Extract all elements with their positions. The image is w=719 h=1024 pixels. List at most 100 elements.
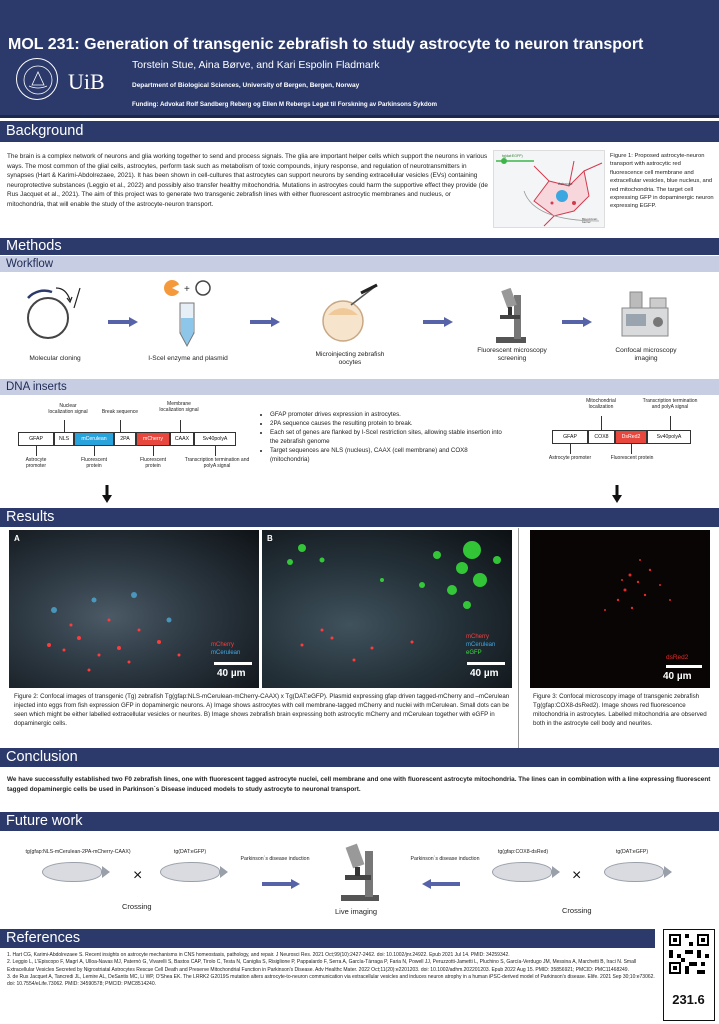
poster-title: MOL 231: Generation of transgenic zebraf… <box>8 36 644 53</box>
panel-a-letter: A <box>14 534 20 543</box>
figure2-caption: Figure 2: Confocal images of transgenic … <box>14 693 510 727</box>
step-confocal-imaging: Confocal microscopy imaging <box>615 347 677 363</box>
background-text: The brain is a complex network of neuron… <box>7 153 488 209</box>
workflow-arrow-4 <box>562 320 584 324</box>
cross-icon-1: × <box>133 867 143 884</box>
bullet-item: GFAP promoter drives expression in astro… <box>270 411 508 420</box>
gene-2pa: 2PA <box>114 432 136 446</box>
gene2-dsred2: DsRed2 <box>615 430 647 444</box>
panel-b-scalebar <box>467 662 505 665</box>
live-imaging-label: Live imaging <box>335 907 378 916</box>
figure1-caption: Figure 1: Proposed astrocyte-neuron tran… <box>610 153 714 210</box>
zebrafish-icon <box>492 862 552 882</box>
insert2-label-fp: Fluorescent protein <box>610 455 654 461</box>
insert1-label-fp1: Fluorescent protein <box>80 457 108 469</box>
poster-header: MOL 231: Generation of transgenic zebraf… <box>0 0 719 118</box>
qr-panel: 231.6 <box>663 929 715 1021</box>
insert1-btick-4 <box>215 446 216 456</box>
conclusion-text: We have successfully established two F0 … <box>7 776 711 793</box>
results-divider <box>518 528 519 748</box>
workflow-arrow-2 <box>250 320 272 324</box>
authors: Torstein Stue, Aina Børve, and Kari Espo… <box>132 59 380 71</box>
workflow-arrow-head-1 <box>129 317 138 327</box>
panel-b-letter: B <box>267 534 273 543</box>
bullet-item: Each set of genes are flanked by I-SceI … <box>270 429 508 447</box>
step-molecular-cloning: Molecular cloning <box>29 355 81 362</box>
micrograph-a: A mCherry mCerulean 40 µm <box>9 530 259 688</box>
zebrafish-icon <box>160 862 220 882</box>
figure1-label-dat: tg(dat:EGFP) <box>502 154 523 158</box>
future-arrow-1 <box>262 882 292 886</box>
micrograph-b: B mCherry mCerulean eGFP 40 µm <box>262 530 512 688</box>
fish-label-4: tg(DAT:eGFP) <box>615 849 649 855</box>
insert2-label-termination: Transcription termination and polyA sign… <box>642 398 698 410</box>
oocyte-injection-icon <box>315 283 385 345</box>
methods-heading: Methods <box>0 238 719 255</box>
reference-item: 1. Hart CG, Karimi-Abdolrezaee S. Recent… <box>7 952 510 958</box>
conclusion-heading: Conclusion <box>0 748 719 767</box>
workflow-arrow-head-4 <box>583 317 592 327</box>
crossing-label-2: Crossing <box>562 906 592 915</box>
down-arrow-right-icon <box>612 485 622 503</box>
panel-c-scale-label: 40 µm <box>663 671 692 682</box>
uib-logo-text: UiB <box>68 69 105 94</box>
down-arrow-left-icon <box>102 485 112 503</box>
future-arrow-head-1 <box>291 879 300 889</box>
university-seal-icon <box>16 58 58 100</box>
insert1-label-nls: Nuclear localization signal <box>48 403 88 415</box>
insert1-label-promoter: Astrocyte promoter <box>25 457 47 469</box>
workflow-heading: Workflow <box>0 256 719 272</box>
insert2-tick-2 <box>670 416 671 430</box>
panel-b-legend-mcerulean: mCerulean <box>466 642 496 648</box>
gene-gfap: GFAP <box>18 432 54 446</box>
step-enzyme-plasmid: I-SceI enzyme and plasmid <box>148 355 228 362</box>
insert1-btick-2 <box>94 446 95 456</box>
future-arrow-2 <box>430 882 460 886</box>
insert2-tick-1 <box>601 416 602 430</box>
workflow-arrow-head-3 <box>444 317 453 327</box>
dna-bullets: GFAP promoter drives expression in astro… <box>262 411 508 465</box>
insert1-label-break: Break sequence <box>101 409 139 415</box>
fish-tail-icon <box>220 866 228 878</box>
gene-sv40polya: Sv40polyA <box>194 432 236 446</box>
fish-tail-icon <box>102 866 110 878</box>
insert1-btick-3 <box>153 446 154 456</box>
panel-b-legend-egfp: eGFP <box>466 650 482 656</box>
fish-tail-icon <box>664 866 672 878</box>
gene-mcerulean: mCerulean <box>74 432 114 446</box>
live-imaging-microscope-icon <box>333 843 387 903</box>
references-list: 1. Hart CG, Karimi-Abdolrezaee S. Recent… <box>7 952 655 988</box>
funding: Funding: Advokat Rolf Sandberg Reberg og… <box>132 101 438 108</box>
micrograph-c: dsRed2 40 µm <box>530 530 710 688</box>
gene2-sv40polya: Sv40polyA <box>647 430 691 444</box>
panel-c-scalebar <box>666 665 702 668</box>
induction-label-1: Parkinson´s disease induction <box>240 856 310 862</box>
poster-number: 231.6 <box>672 992 705 1007</box>
cross-icon-2: × <box>572 867 582 884</box>
insert1-btick-1 <box>36 446 37 456</box>
reference-item: 3. de Rus Jacquet A, Tancredi JL, Lemire… <box>7 973 655 987</box>
dna-inserts-heading: DNA inserts <box>0 379 719 395</box>
insert1-tick-1 <box>64 420 65 432</box>
zebrafish-icon <box>42 862 102 882</box>
reference-item: 2. Leggio L, L'Episcopo F, Magrì A, Ullo… <box>7 959 637 973</box>
panel-b-scale-label: 40 µm <box>470 668 499 679</box>
fish-label-1: tg(gfap:NLS-mCerulean-2PA-mCherry-CAAX) <box>25 849 131 855</box>
gene-nls: NLS <box>54 432 74 446</box>
fish-label-2: tg(DAT:eGFP) <box>173 849 207 855</box>
workflow-arrow-3 <box>423 320 445 324</box>
insert2-btick-2 <box>631 444 632 454</box>
fish-label-3: tg(gfap:COX8-dsRed) <box>497 849 549 855</box>
insert2-label-mito: Mitochondrial localization <box>586 398 616 410</box>
insert2-label-promoter: Astrocyte promoter <box>548 455 592 461</box>
insert1-tick-3 <box>180 420 181 432</box>
plasmid-icon <box>22 278 82 340</box>
fish-tail-icon <box>552 866 560 878</box>
references-heading: References <box>0 929 655 948</box>
confocal-microscope-icon <box>620 290 672 340</box>
workflow-arrow-head-2 <box>271 317 280 327</box>
panel-a-legend-mcherry: mCherry <box>211 642 235 648</box>
figure3-caption: Figure 3: Confocal microscopy image of t… <box>533 693 707 727</box>
insert1-label-fp2: Fluorescent protein <box>139 457 167 469</box>
qr-code-icon[interactable] <box>669 934 709 974</box>
